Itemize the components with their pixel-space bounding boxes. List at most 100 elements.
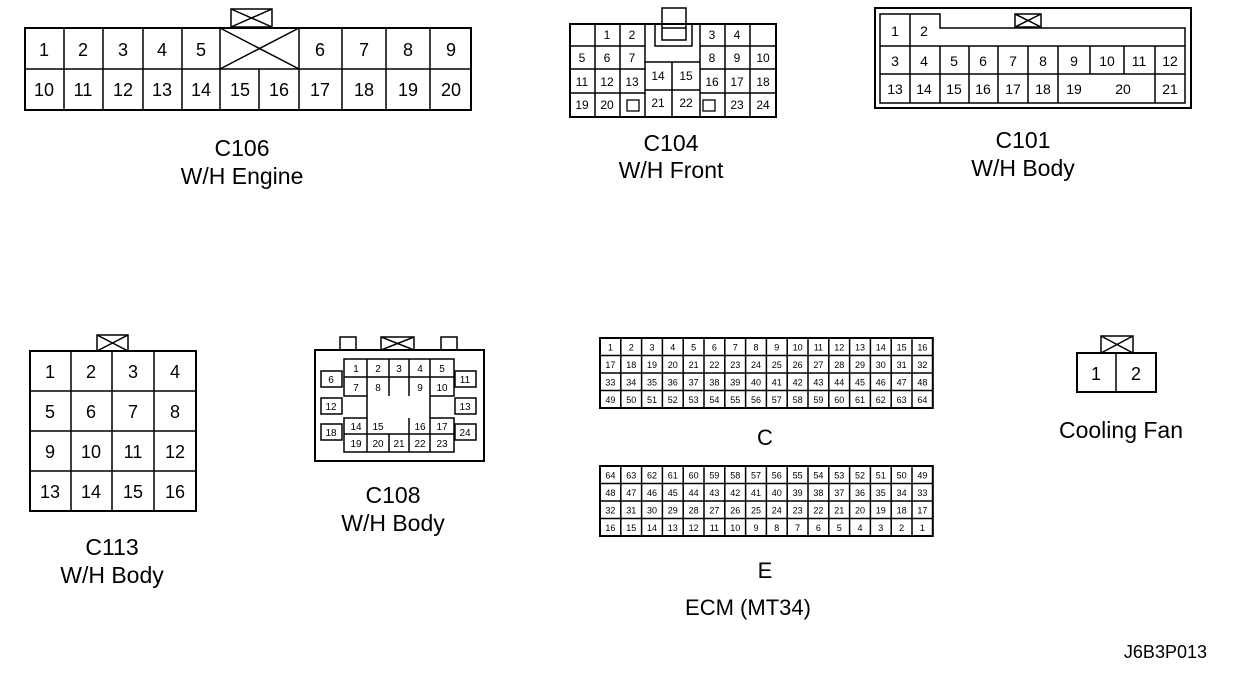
c108-pin: 7 — [353, 383, 359, 394]
c106-pin: 4 — [157, 40, 167, 60]
fan-name: Cooling Fan — [1059, 417, 1183, 443]
ecm-e-pin: 48 — [605, 488, 615, 498]
c113-code: C113 — [85, 534, 138, 560]
fan-pin: 2 — [1131, 364, 1141, 384]
ecm-e-pin: 52 — [855, 470, 865, 480]
c113-pin: 11 — [124, 442, 143, 462]
c101-pin: 3 — [891, 53, 899, 69]
ecm-e-pin: 30 — [647, 505, 657, 515]
c101-pin: 1 — [891, 23, 899, 39]
ecm-e-pin: 35 — [876, 488, 886, 498]
connector-c104: 1 2 3 4 5 6 7 8 9 10 11 12 13 14 15 16 1… — [569, 7, 777, 183]
c104-pin: 2 — [629, 28, 636, 42]
ecm-e-pin: 10 — [730, 523, 740, 533]
ecm-c-pin: 15 — [897, 342, 907, 352]
ecm-e-pin: 45 — [668, 488, 678, 498]
ecm-c-pin: 24 — [751, 360, 761, 370]
ecm-e-pin: 24 — [772, 505, 782, 515]
ecm-e-pin: 2 — [899, 523, 904, 533]
c101-pin: 16 — [975, 81, 991, 97]
c106-pin: 17 — [310, 80, 330, 100]
ecm-e-pin: 8 — [774, 523, 779, 533]
ecm-c-pin: 5 — [691, 342, 696, 352]
ecm-e-pin: 31 — [626, 505, 636, 515]
ecm-name: ECM (MT34) — [685, 595, 811, 620]
c101-pin: 19 — [1066, 81, 1082, 97]
ecm-e-pin: 36 — [855, 488, 865, 498]
c108-pin: 3 — [396, 364, 402, 375]
ecm-c-pin: 61 — [855, 395, 865, 405]
c104-code: C104 — [644, 130, 699, 156]
ecm-e-pin: 7 — [795, 523, 800, 533]
c101-pin: 21 — [1162, 81, 1178, 97]
figure-id: J6B3P013 — [1124, 642, 1207, 662]
ecm-c-pin: 23 — [730, 360, 740, 370]
connector-c113: 1 2 3 4 5 6 7 8 9 10 11 12 13 14 15 16 C… — [29, 334, 197, 588]
ecm-e-pin: 57 — [751, 470, 761, 480]
ecm-c-pin: 22 — [709, 360, 719, 370]
c104-pin: 11 — [576, 75, 589, 89]
ecm-c-pin: 38 — [709, 377, 719, 387]
c108-pin: 10 — [436, 383, 448, 394]
ecm-c-pin: 2 — [629, 342, 634, 352]
c113-pin: 13 — [40, 482, 60, 502]
c108-pin: 4 — [417, 364, 423, 375]
ecm-e-pin: 51 — [876, 470, 886, 480]
c108-pin: 21 — [393, 439, 405, 450]
c106-pin: 10 — [34, 80, 54, 100]
c101-pin: 12 — [1162, 53, 1178, 69]
ecm-c-pin: 30 — [876, 360, 886, 370]
c108-side-tab — [440, 336, 458, 351]
c104-pin: 14 — [651, 69, 665, 83]
c106-pin: 19 — [398, 80, 418, 100]
ecm-c-pin: 44 — [834, 377, 844, 387]
ecm-c-pin: 29 — [855, 360, 865, 370]
c113-pin: 15 — [123, 482, 143, 502]
ecm-c-pin: 58 — [793, 395, 803, 405]
ecm-e-pin: 9 — [753, 523, 758, 533]
ecm-c-pin: 26 — [793, 360, 803, 370]
ecm-c-pin: 14 — [876, 342, 886, 352]
ecm-c-pin: 28 — [834, 360, 844, 370]
ecm-c-pin: 1 — [608, 342, 613, 352]
c106-pin: 7 — [359, 40, 369, 60]
ecm-c-pin: 42 — [793, 377, 803, 387]
c106-pin: 5 — [196, 40, 206, 60]
ecm-e-pin: 56 — [772, 470, 782, 480]
c101-pin: 15 — [946, 81, 962, 97]
ecm-e-pin: 14 — [647, 523, 657, 533]
c113-pin: 2 — [86, 362, 96, 382]
ecm-c-pin: 10 — [793, 342, 803, 352]
ecm-e-pin: 38 — [813, 488, 823, 498]
connector-c108: 1 2 3 4 5 6 7 8 9 10 11 12 13 14 15 16 1… — [314, 336, 485, 536]
c106-pin: 20 — [441, 80, 461, 100]
c108-code: C108 — [366, 482, 421, 508]
ecm-c-pin: 35 — [647, 377, 657, 387]
c106-pin: 2 — [78, 40, 88, 60]
ecm-c-pin: 51 — [647, 395, 657, 405]
c108-housing — [314, 349, 485, 462]
ecm-c-pin: 45 — [855, 377, 865, 387]
c101-pin: 13 — [887, 81, 903, 97]
c113-pin: 12 — [165, 442, 185, 462]
ecm-c-label: C — [757, 425, 773, 450]
ecm-c-pin: 43 — [813, 377, 823, 387]
ecm-c-pin: 17 — [605, 360, 615, 370]
ecm-c-pin: 25 — [772, 360, 782, 370]
c113-pin: 9 — [45, 442, 55, 462]
c101-pin: 5 — [950, 53, 958, 69]
c104-pin: 20 — [600, 98, 614, 112]
c104-pin: 8 — [709, 51, 716, 65]
c108-pin: 16 — [414, 422, 426, 433]
ecm-e-label: E — [758, 558, 773, 583]
ecm-e-pin: 62 — [647, 470, 657, 480]
ecm-e-pin: 22 — [813, 505, 823, 515]
c104-name: W/H Front — [619, 157, 724, 183]
ecm-e-pin: 60 — [689, 470, 699, 480]
c101-pin: 7 — [1009, 53, 1017, 69]
ecm-c-pin: 62 — [876, 395, 886, 405]
ecm-e-pin: 44 — [689, 488, 699, 498]
ecm-c-pin: 7 — [733, 342, 738, 352]
c108-pin: 17 — [436, 422, 448, 433]
